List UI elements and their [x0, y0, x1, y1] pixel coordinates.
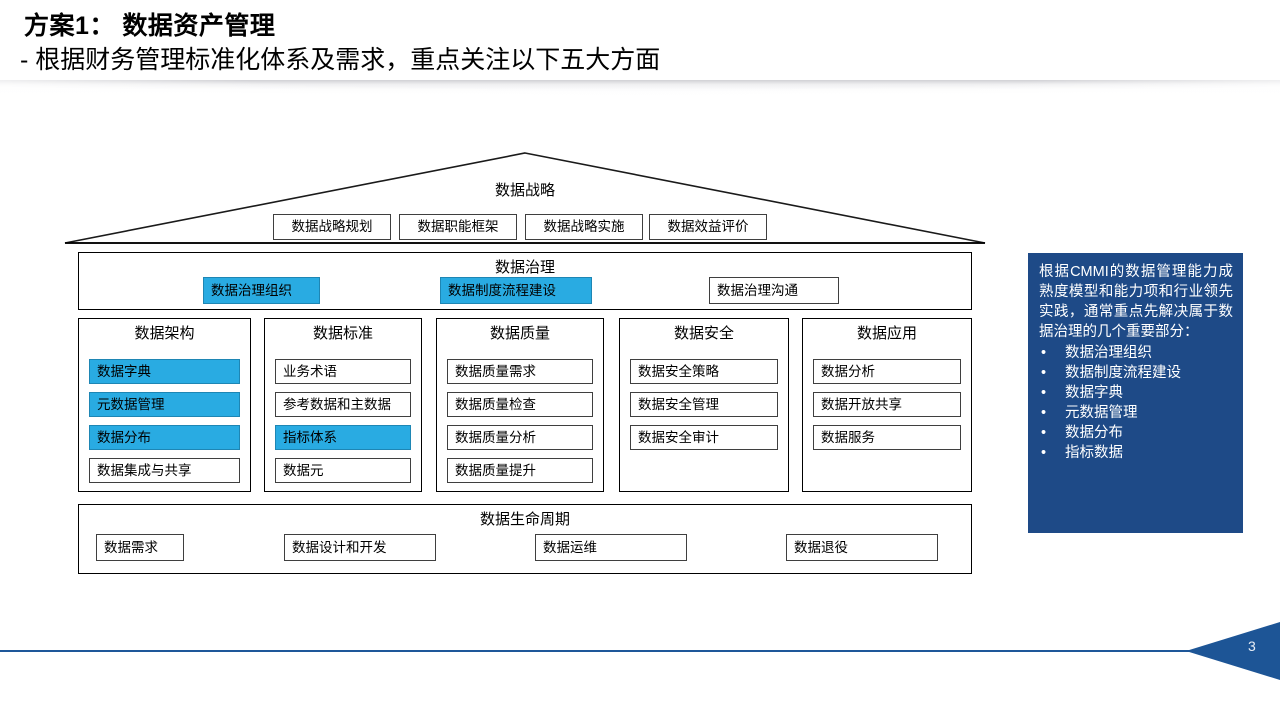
lifecycle-item-3[interactable]: 数据退役	[786, 534, 938, 561]
strategy-item-0[interactable]: 数据战略规划	[273, 214, 391, 240]
list-item-label: 数据分布	[1065, 425, 1123, 441]
list-item: • 元数据管理	[1039, 403, 1233, 423]
list-item: • 数据治理组织	[1039, 343, 1233, 363]
lifecycle-item-0[interactable]: 数据需求	[96, 534, 184, 561]
pillar-3-item-0[interactable]: 数据安全策略	[630, 359, 778, 384]
pillar-1-item-0[interactable]: 业务术语	[275, 359, 411, 384]
list-item: • 数据分布	[1039, 423, 1233, 443]
list-item-label: 元数据管理	[1065, 405, 1138, 421]
pillar-4-item-2[interactable]: 数据服务	[813, 425, 961, 450]
pillar-data-standard: 数据标准 业务术语 参考数据和主数据 指标体系 数据元	[264, 318, 422, 492]
bullet-icon: •	[1041, 405, 1047, 421]
page-number-wedge-icon	[1186, 622, 1280, 680]
bullet-icon: •	[1041, 345, 1047, 361]
pillar-0-item-2[interactable]: 数据分布	[89, 425, 240, 450]
pillar-data-quality: 数据质量 数据质量需求 数据质量检查 数据质量分析 数据质量提升	[436, 318, 604, 492]
pillar-4-item-0[interactable]: 数据分析	[813, 359, 961, 384]
pillar-3-item-2[interactable]: 数据安全审计	[630, 425, 778, 450]
pillar-2-item-3[interactable]: 数据质量提升	[447, 458, 593, 483]
page-number: 3	[1248, 638, 1256, 654]
lifecycle-title: 数据生命周期	[479, 511, 570, 528]
pillar-1-item-2[interactable]: 指标体系	[275, 425, 411, 450]
pillar-2-item-2[interactable]: 数据质量分析	[447, 425, 593, 450]
pillar-3-item-1[interactable]: 数据安全管理	[630, 392, 778, 417]
list-item: • 数据字典	[1039, 383, 1233, 403]
pillar-data-security: 数据安全 数据安全策略 数据安全管理 数据安全审计	[619, 318, 789, 492]
pillar-title: 数据安全	[673, 325, 734, 342]
page-subtitle: - 根据财务管理标准化体系及需求，重点关注以下五大方面	[20, 46, 661, 74]
pillar-title: 数据应用	[856, 325, 917, 342]
pillar-title: 数据质量	[489, 325, 550, 342]
bullet-icon: •	[1041, 385, 1047, 401]
list-item: • 指标数据	[1039, 443, 1233, 463]
strategy-item-3[interactable]: 数据效益评价	[649, 214, 767, 240]
bullet-icon: •	[1041, 445, 1047, 461]
governance-title: 数据治理	[494, 259, 555, 276]
pillar-2-item-1[interactable]: 数据质量检查	[447, 392, 593, 417]
pillar-4-item-1[interactable]: 数据开放共享	[813, 392, 961, 417]
pillar-title: 数据标准	[312, 325, 373, 342]
pillar-0-item-1[interactable]: 元数据管理	[89, 392, 240, 417]
pillar-1-item-1[interactable]: 参考数据和主数据	[275, 392, 411, 417]
pillar-data-application: 数据应用 数据分析 数据开放共享 数据服务	[802, 318, 972, 492]
list-item-label: 指标数据	[1065, 445, 1123, 461]
bullet-icon: •	[1041, 365, 1047, 381]
governance-item-0[interactable]: 数据治理组织	[203, 277, 320, 304]
slide-header: 方案1： 数据资产管理 - 根据财务管理标准化体系及需求，重点关注以下五大方面	[0, 0, 1280, 82]
pillar-1-item-3[interactable]: 数据元	[275, 458, 411, 483]
strategy-item-1[interactable]: 数据职能框架	[399, 214, 517, 240]
list-item-label: 数据治理组织	[1065, 345, 1152, 361]
list-item-label: 数据字典	[1065, 385, 1123, 401]
list-item-label: 数据制度流程建设	[1065, 365, 1181, 381]
data-asset-management-diagram: 数据战略 数据战略规划 数据职能框架 数据战略实施 数据效益评价 数据治理 数据…	[64, 152, 986, 574]
footer-rule	[0, 650, 1196, 652]
header-divider-shadow	[0, 80, 1280, 96]
page-title: 方案1： 数据资产管理	[24, 12, 276, 40]
cmmi-note-panel: 根据CMMI的数据管理能力成熟度模型和能力项和行业领先实践，通常重点先解决属于数…	[1028, 253, 1243, 533]
pillar-0-item-0[interactable]: 数据字典	[89, 359, 240, 384]
governance-item-2[interactable]: 数据治理沟通	[709, 277, 839, 304]
lifecycle-item-2[interactable]: 数据运维	[535, 534, 687, 561]
lifecycle-item-1[interactable]: 数据设计和开发	[284, 534, 436, 561]
pillar-2-item-0[interactable]: 数据质量需求	[447, 359, 593, 384]
pillar-data-architecture: 数据架构 数据字典 元数据管理 数据分布 数据集成与共享	[78, 318, 251, 492]
pillar-0-item-3[interactable]: 数据集成与共享	[89, 458, 240, 483]
pillar-title: 数据架构	[134, 325, 195, 342]
list-item: • 数据制度流程建设	[1039, 363, 1233, 383]
cmmi-note-bullet-list: • 数据治理组织 • 数据制度流程建设 • 数据字典 • 元数据管理 • 数据分…	[1039, 343, 1233, 463]
governance-item-1[interactable]: 数据制度流程建设	[440, 277, 592, 304]
cmmi-note-paragraph: 根据CMMI的数据管理能力成熟度模型和能力项和行业领先实践，通常重点先解决属于数…	[1039, 264, 1233, 340]
strategy-section-title: 数据战略	[494, 182, 555, 199]
bullet-icon: •	[1041, 425, 1047, 441]
strategy-item-2[interactable]: 数据战略实施	[525, 214, 643, 240]
